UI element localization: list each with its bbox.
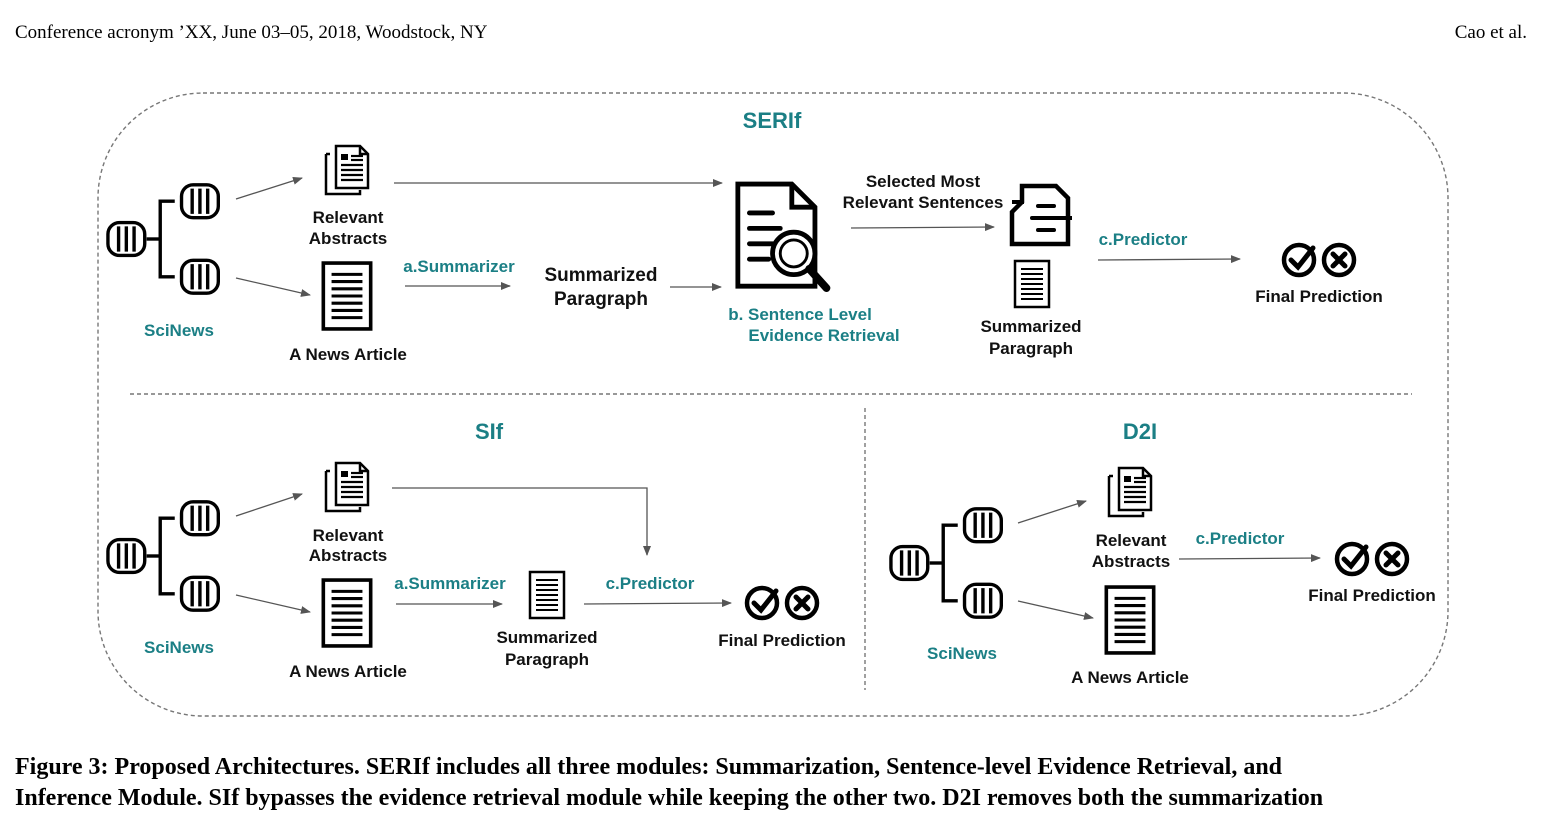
d2i-abstracts-icon <box>1107 466 1153 518</box>
sif-article-label: A News Article <box>289 662 407 681</box>
d2i-dataset-icon <box>891 509 1001 617</box>
serif-selected-label-2: Relevant Sentences <box>843 193 1004 212</box>
serif-out-para-1: Summarized <box>980 317 1081 336</box>
serif-summ-para-2: Paragraph <box>554 289 648 310</box>
d2i-final-label: Final Prediction <box>1308 586 1436 605</box>
serif-check-cross-icon <box>1284 245 1354 275</box>
d2i-panel: D2I SciNews Relevant Abstracts A News Ar… <box>891 419 1436 687</box>
serif-retrieval-label-1: b. Sentence Level <box>728 305 872 324</box>
d2i-article-label: A News Article <box>1071 668 1189 687</box>
sif-check-cross-icon <box>747 588 817 618</box>
serif-selected-label-1: Selected Most <box>866 172 981 191</box>
running-header-left: Conference acronym ’XX, June 03–05, 2018… <box>15 22 488 43</box>
sif-summ-para-1: Summarized <box>496 628 597 647</box>
sif-summ-para-icon <box>528 570 566 620</box>
serif-out-para-2: Paragraph <box>989 339 1073 358</box>
d2i-title: D2I <box>1123 419 1157 444</box>
serif-abstracts-icon <box>324 144 370 196</box>
serif-dataset-label: SciNews <box>144 321 214 340</box>
sif-summarizer-label: a.Summarizer <box>394 574 506 593</box>
serif-predictor-label: c.Predictor <box>1099 230 1188 249</box>
serif-selected-icon <box>1012 186 1072 244</box>
serif-article-label: A News Article <box>289 345 407 364</box>
running-header-right: Cao et al. <box>1454 22 1527 43</box>
serif-panel: SERIf SciNews Relevant Abstracts A News … <box>108 108 1383 364</box>
figure-caption: Figure 3: Proposed Architectures. SERIf … <box>15 752 1527 814</box>
caption-line-1: Figure 3: Proposed Architectures. SERIf … <box>15 754 1283 780</box>
sif-title: SIf <box>475 419 504 444</box>
serif-retrieval-icon <box>738 184 827 288</box>
figure-frame <box>97 92 1449 717</box>
d2i-check-cross-icon <box>1337 544 1407 574</box>
serif-article-icon <box>321 261 373 331</box>
d2i-abstracts-label-1: Relevant <box>1096 531 1167 550</box>
sif-predictor-label: c.Predictor <box>606 574 695 593</box>
sif-abstracts-icon <box>324 461 370 513</box>
serif-final-label: Final Prediction <box>1255 287 1383 306</box>
sif-summ-para-2: Paragraph <box>505 650 589 669</box>
sif-article-icon <box>321 578 373 648</box>
d2i-article-icon <box>1104 585 1156 655</box>
serif-title: SERIf <box>743 108 802 133</box>
serif-abstracts-label-1: Relevant <box>313 208 384 227</box>
sif-dataset-label: SciNews <box>144 638 214 657</box>
sif-panel: SIf SciNews Relevant Abstracts A News Ar… <box>108 419 846 681</box>
serif-abstracts-label-2: Abstracts <box>309 229 387 248</box>
d2i-abstracts-label-2: Abstracts <box>1092 552 1170 571</box>
architecture-figure: SERIf SciNews Relevant Abstracts A News … <box>97 92 1449 717</box>
d2i-predictor-label: c.Predictor <box>1196 529 1285 548</box>
serif-out-para-icon <box>1013 259 1051 309</box>
serif-retrieval-label-2: Evidence Retrieval <box>748 326 899 345</box>
serif-summarizer-label: a.Summarizer <box>403 257 515 276</box>
sif-dataset-icon <box>108 502 218 610</box>
caption-line-2: Inference Module. SIf bypasses the evide… <box>15 785 1324 811</box>
sif-abstracts-label-1: Relevant <box>313 526 384 545</box>
serif-dataset-icon <box>108 185 218 293</box>
sif-final-label: Final Prediction <box>718 631 846 650</box>
serif-summ-para-1: Summarized <box>545 265 658 286</box>
sif-abstracts-label-2: Abstracts <box>309 546 387 565</box>
d2i-dataset-label: SciNews <box>927 644 997 663</box>
